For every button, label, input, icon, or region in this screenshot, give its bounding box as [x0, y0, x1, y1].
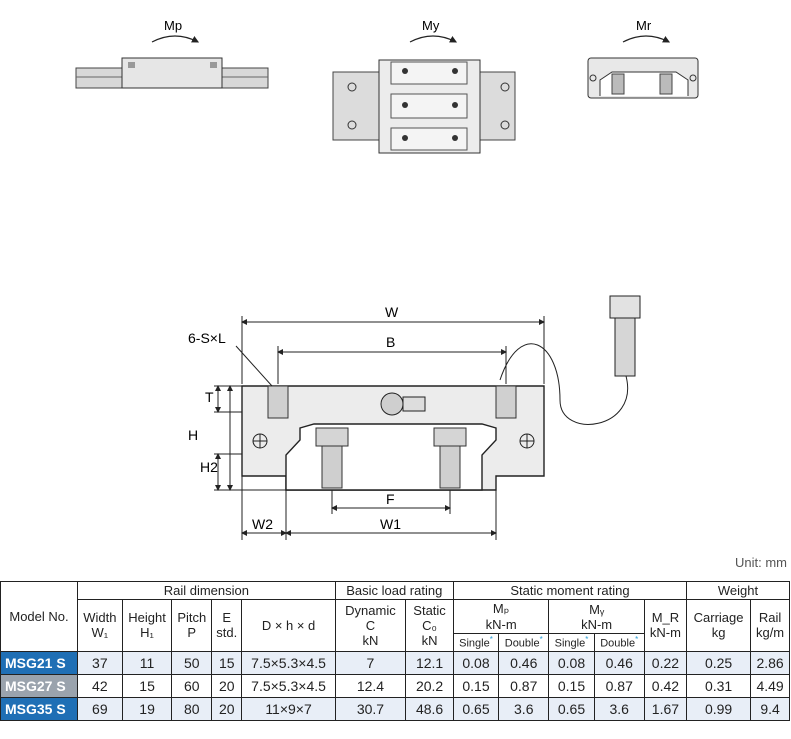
cell-c0: 12.1	[405, 650, 454, 675]
cell-dhd: 11×9×7	[241, 696, 336, 721]
mr-end-view: Mr	[587, 18, 699, 99]
dim-screw: 6-S×L	[188, 330, 226, 346]
cell-dhd: 7.5×5.3×4.5	[241, 673, 336, 698]
cell-p: 80	[171, 696, 213, 721]
cell-e: 20	[211, 673, 243, 698]
cell-p: 60	[171, 673, 213, 698]
model-header: Model No.	[0, 581, 78, 652]
cell-rail: 9.4	[750, 696, 790, 721]
cell-c: 12.4	[334, 673, 407, 698]
mp-label: Mp	[164, 18, 182, 33]
dim-f: F	[386, 491, 395, 507]
cell-my_d: 0.46	[593, 650, 645, 675]
cell-w1: 37	[77, 650, 123, 675]
cell-c: 7	[334, 650, 407, 675]
cell-e: 15	[211, 650, 243, 675]
col-mp-double: Double*	[498, 633, 550, 652]
cell-mp_d: 0.46	[498, 650, 550, 675]
dim-w2: W2	[252, 516, 273, 532]
cell-mr: 1.67	[643, 696, 688, 721]
group-load: Basic load rating	[334, 581, 454, 600]
col-mp-single: Single*	[452, 633, 500, 652]
cell-mp_d: 3.6	[498, 696, 550, 721]
cell-my_d: 3.6	[593, 696, 645, 721]
spec-table: Model No. Rail dimension Basic load rati…	[0, 581, 790, 721]
unit-label: Unit: mm	[735, 555, 787, 570]
dim-w1: W1	[380, 516, 401, 532]
cell-e: 20	[211, 696, 243, 721]
model-cell: MSG35 S	[0, 696, 78, 721]
my-top-view: My	[332, 18, 516, 154]
cell-h1: 19	[121, 696, 173, 721]
mr-label: Mr	[636, 18, 652, 33]
cell-my_s: 0.65	[548, 696, 595, 721]
col-my-double: Double*	[593, 633, 645, 652]
cell-rail: 2.86	[750, 650, 790, 675]
group-rail: Rail dimension	[77, 581, 336, 600]
cell-mp_s: 0.15	[452, 673, 500, 698]
cell-c0: 48.6	[405, 696, 454, 721]
cell-p: 50	[171, 650, 213, 675]
dim-t: T	[205, 389, 214, 405]
cell-w1: 69	[77, 696, 123, 721]
cell-h1: 11	[121, 650, 173, 675]
dim-h: H	[188, 427, 198, 443]
dim-b: B	[386, 334, 395, 350]
my-label: My	[422, 18, 440, 33]
cell-dhd: 7.5×5.3×4.5	[241, 650, 336, 675]
cell-my_s: 0.08	[548, 650, 595, 675]
mp-side-view: Mp	[75, 18, 269, 89]
dim-w: W	[385, 304, 399, 320]
model-cell: MSG21 S	[0, 650, 78, 675]
cell-my_s: 0.15	[548, 673, 595, 698]
cell-carriage: 0.99	[685, 696, 752, 721]
cell-mp_d: 0.87	[498, 673, 550, 698]
cell-h1: 15	[121, 673, 173, 698]
cell-mr: 0.22	[643, 650, 688, 675]
cell-carriage: 0.31	[685, 673, 752, 698]
cell-rail: 4.49	[750, 673, 790, 698]
col-dhd: D × h × d	[241, 599, 336, 652]
dim-h2: H2	[200, 459, 218, 475]
cell-c0: 20.2	[405, 673, 454, 698]
group-moment: Static moment rating	[452, 581, 688, 600]
model-cell: MSG27 S	[0, 673, 78, 698]
cell-mp_s: 0.08	[452, 650, 500, 675]
cross-section-drawing: W B 6-S×L T H H2 F W2 W1	[188, 295, 641, 540]
technical-drawings: Mp My Mr	[75, 18, 699, 540]
group-weight: Weight	[686, 581, 790, 600]
cell-my_d: 0.87	[593, 673, 645, 698]
cell-mr: 0.42	[643, 673, 688, 698]
col-my-single: Single*	[548, 633, 595, 652]
cell-c: 30.7	[334, 696, 407, 721]
cell-w1: 42	[77, 673, 123, 698]
cell-mp_s: 0.65	[452, 696, 500, 721]
cell-carriage: 0.25	[685, 650, 752, 675]
